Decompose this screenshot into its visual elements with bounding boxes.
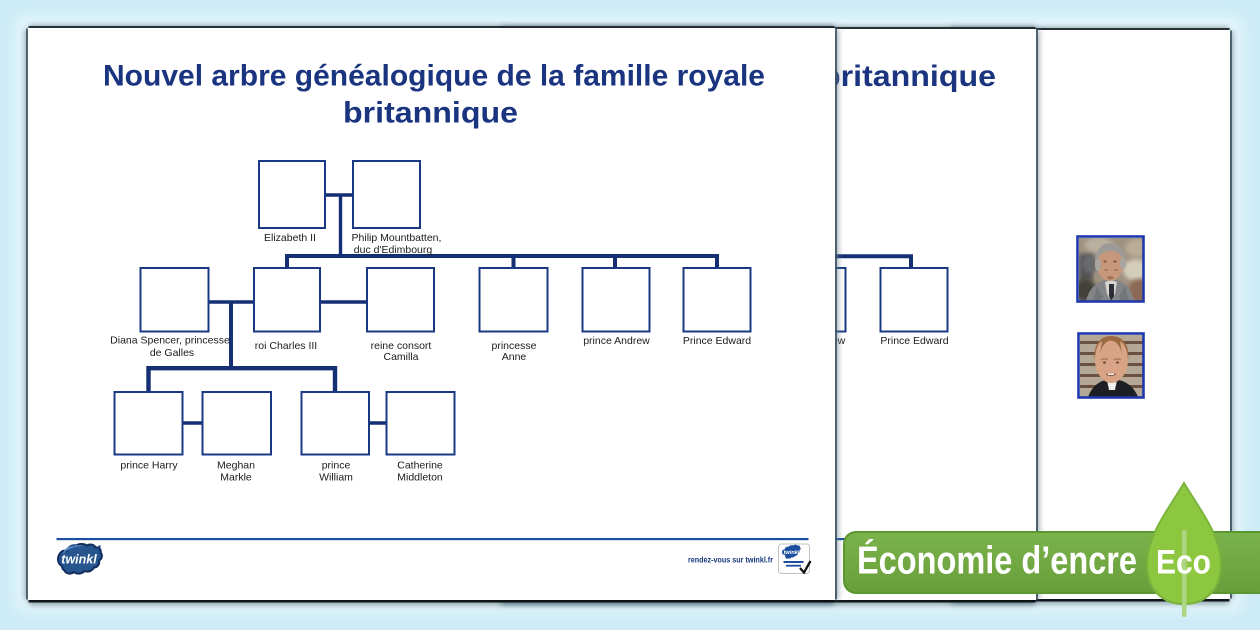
- svg-text:Meghan: Meghan: [217, 460, 255, 472]
- svg-text:twinkl: twinkl: [784, 550, 800, 556]
- svg-text:britannique: britannique: [343, 97, 518, 130]
- svg-text:Prince Edward: Prince Edward: [683, 335, 751, 347]
- svg-text:prince Andrew: prince Andrew: [583, 335, 650, 347]
- svg-text:prince: prince: [322, 460, 351, 472]
- svg-text:twinkl: twinkl: [61, 553, 97, 567]
- svg-text:duc d'Edimbourg: duc d'Edimbourg: [354, 244, 433, 256]
- svg-text:Anne: Anne: [502, 351, 527, 363]
- svg-text:Eco: Eco: [1156, 544, 1211, 582]
- svg-text:princesse: princesse: [492, 340, 537, 352]
- svg-text:William: William: [319, 472, 353, 484]
- svg-text:Middleton: Middleton: [397, 472, 443, 484]
- svg-text:Économie d’encre: Économie d’encre: [857, 539, 1137, 583]
- svg-text:Elizabeth II: Elizabeth II: [264, 232, 316, 244]
- svg-text:Camilla: Camilla: [383, 351, 418, 363]
- svg-text:Nouvel arbre généalogique de l: Nouvel arbre généalogique de la famille …: [103, 59, 765, 92]
- svg-text:prince Harry: prince Harry: [120, 460, 178, 472]
- svg-text:roi Charles III: roi Charles III: [255, 340, 317, 352]
- svg-text:Diana Spencer, princesse: Diana Spencer, princesse: [110, 335, 230, 347]
- svg-text:Philip Mountbatten,: Philip Mountbatten,: [352, 232, 442, 244]
- svg-text:reine consort: reine consort: [371, 340, 432, 352]
- svg-text:rendez-vous sur twinkl.fr: rendez-vous sur twinkl.fr: [688, 555, 774, 565]
- svg-text:Markle: Markle: [220, 472, 252, 484]
- svg-text:Prince Edward: Prince Edward: [880, 335, 948, 347]
- svg-text:de Galles: de Galles: [150, 347, 194, 359]
- svg-text:Catherine: Catherine: [397, 460, 443, 472]
- svg-text:britannique: britannique: [821, 60, 996, 93]
